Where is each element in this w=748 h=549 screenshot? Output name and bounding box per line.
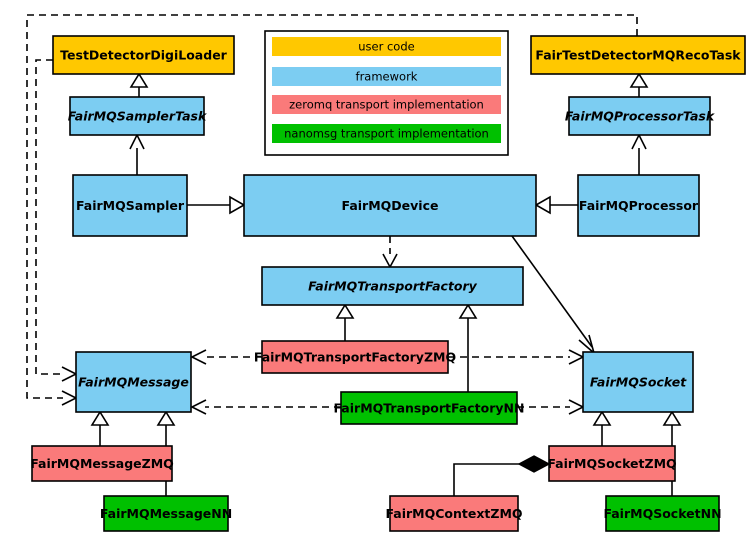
edge-processor-to-device: [534, 195, 578, 215]
legend-swatch-zeromq: [272, 95, 501, 114]
edge-device-to-transportfactory: [382, 236, 398, 269]
class-node-FairMQProcessor[interactable]: FairMQProcessor: [577, 174, 700, 237]
class-node-FairMQTransportFactoryZMQ[interactable]: FairMQTransportFactoryZMQ: [254, 340, 456, 374]
edge-contextzmq-to-socketzmq: [453, 455, 551, 496]
edge-device-to-socket: [511, 235, 596, 356]
class-node-TestDetectorDigiLoader[interactable]: TestDetectorDigiLoader: [52, 35, 235, 75]
class-box[interactable]: [75, 351, 192, 413]
class-node-FairMQTransportFactoryNN[interactable]: FairMQTransportFactoryNN: [334, 391, 525, 425]
class-box[interactable]: [340, 391, 518, 425]
class-box[interactable]: [72, 174, 188, 237]
edge-tfnn-to-transportfactory: [458, 303, 478, 392]
class-box[interactable]: [577, 174, 700, 237]
edge-layer: [26, 14, 682, 496]
class-node-FairMQMessage[interactable]: FairMQMessage: [75, 351, 192, 413]
legend-item-zeromq: zeromq transport implementation: [272, 95, 501, 114]
class-box[interactable]: [530, 35, 746, 75]
edge-tfzmq-to-message: [190, 349, 262, 365]
class-node-FairMQSamplerTask[interactable]: FairMQSamplerTask: [68, 96, 207, 136]
class-node-FairMQSocketNN[interactable]: FairMQSocketNN: [603, 495, 722, 532]
legend-item-user-code: user code: [272, 37, 501, 56]
legend-item-framework: framework: [272, 67, 501, 86]
class-box[interactable]: [103, 495, 229, 532]
class-box[interactable]: [31, 445, 173, 482]
edge-samplertask-to-digiloader: [129, 72, 149, 97]
class-box[interactable]: [548, 445, 676, 482]
legend-item-nanomsg: nanomsg transport implementation: [272, 124, 501, 143]
class-node-FairMQSampler[interactable]: FairMQSampler: [72, 174, 188, 237]
edge-tfnn-to-message: [190, 399, 341, 415]
edge-processortask-to-recotask: [629, 72, 649, 97]
class-box[interactable]: [261, 340, 449, 374]
class-box[interactable]: [605, 495, 720, 532]
class-node-FairMQProcessorTask[interactable]: FairMQProcessorTask: [565, 96, 715, 136]
class-box[interactable]: [261, 266, 524, 306]
legend-swatch-framework: [272, 67, 501, 86]
class-box[interactable]: [582, 351, 694, 413]
class-node-FairMQDevice[interactable]: FairMQDevice: [243, 174, 537, 237]
edge-socketzmq-to-socket: [592, 410, 612, 446]
class-box[interactable]: [389, 495, 519, 532]
class-node-FairMQTransportFactory[interactable]: FairMQTransportFactory: [261, 266, 524, 306]
legend-swatch-user-code: [272, 37, 501, 56]
edge-sampler-to-samplertask: [129, 133, 145, 175]
class-node-FairMQMessageZMQ[interactable]: FairMQMessageZMQ: [30, 445, 174, 482]
class-node-FairMQContextZMQ[interactable]: FairMQContextZMQ: [385, 495, 523, 532]
class-node-FairMQSocket[interactable]: FairMQSocket: [582, 351, 694, 413]
class-box[interactable]: [69, 96, 205, 136]
edge-tfzmq-to-transportfactory: [335, 303, 355, 341]
edge-tfnn-to-socket: [517, 399, 585, 415]
class-box[interactable]: [52, 35, 235, 75]
class-box[interactable]: [568, 96, 711, 136]
edge-sampler-to-device: [187, 195, 246, 215]
edge-messagezmq-to-message: [90, 410, 110, 446]
legend-swatch-nanomsg: [272, 124, 501, 143]
class-node-FairMQMessageNN[interactable]: FairMQMessageNN: [100, 495, 232, 532]
edge-processor-to-processortask: [631, 133, 647, 175]
class-box[interactable]: [243, 174, 537, 237]
class-node-FairMQSocketZMQ[interactable]: FairMQSocketZMQ: [547, 445, 677, 482]
legend: user code framework zeromq transport imp…: [264, 30, 509, 156]
class-node-FairTestDetectorMQRecoTask[interactable]: FairTestDetectorMQRecoTask: [530, 35, 746, 75]
